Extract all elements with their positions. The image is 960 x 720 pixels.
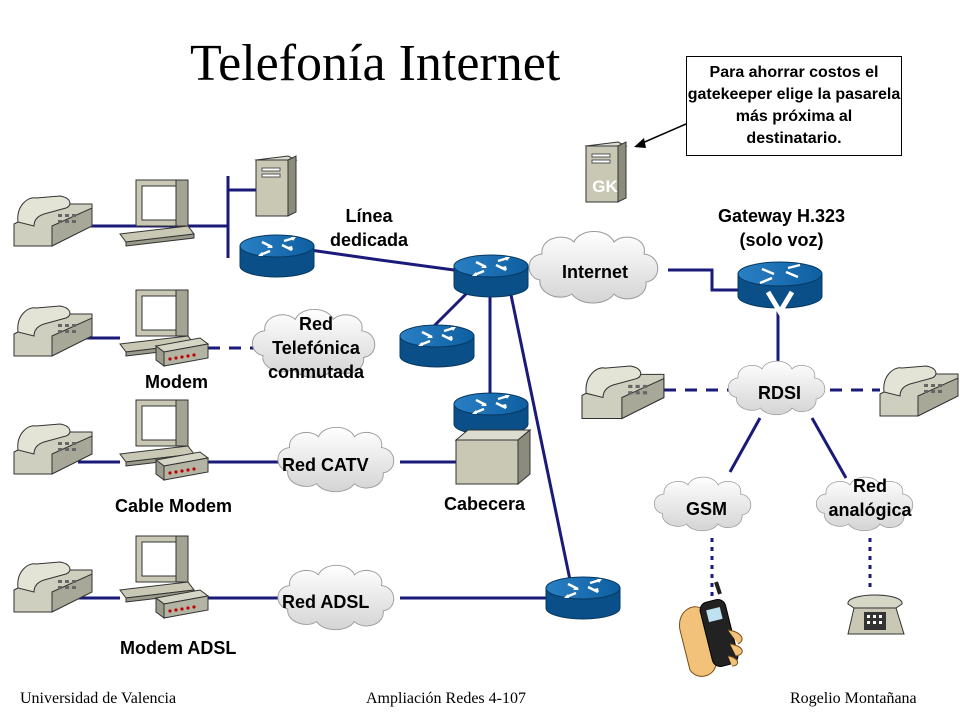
internet-cloud-label: Internet <box>562 262 629 282</box>
phone-icon <box>13 305 93 357</box>
link-rdsi-gsm <box>728 417 762 473</box>
modem-label: Modem <box>145 372 208 392</box>
server-icon <box>255 155 297 217</box>
phone-icon <box>581 365 665 420</box>
router-icon <box>238 233 316 279</box>
callout-arrowhead <box>634 138 646 148</box>
ptsn-cloud-label: Red Telefónica conmutada <box>267 314 364 382</box>
gateway-label: Gateway H.323 (solo voz) <box>718 206 846 250</box>
rdsi-cloud-label: RDSI <box>758 383 802 403</box>
voice-gateway-icon <box>737 261 823 317</box>
cable-modem-label: Cable Modem <box>115 496 233 516</box>
gatekeeper-callout: Para ahorrar costos el gatekeeper elige … <box>686 56 902 156</box>
adsl-router-icon <box>544 575 622 621</box>
core-router-icon <box>452 253 530 299</box>
phone-icon <box>13 561 93 613</box>
mobile-phone-icon <box>679 581 743 677</box>
cabecera-label: Cabecera <box>444 494 526 514</box>
page-title: Telefonía Internet <box>190 35 561 92</box>
dotted-links <box>710 538 872 598</box>
phone-icon <box>879 365 959 417</box>
catv-cloud-label: Red CATV <box>282 455 369 475</box>
catv-router-icon <box>452 391 530 437</box>
link-router1-internet <box>309 248 455 272</box>
computer-icon <box>119 179 195 247</box>
gsm-cloud-label: GSM <box>686 499 728 519</box>
cabecera-box-icon <box>454 428 532 486</box>
analog-cloud-label: Red analógica <box>828 476 912 520</box>
gk-label: GK <box>592 177 618 196</box>
analog-phone-icon <box>847 594 905 635</box>
link-rdsi-analog <box>810 417 848 479</box>
adsl-cloud-label: Red ADSL <box>282 592 370 612</box>
footer-author: Rogelio Montañana <box>790 690 917 707</box>
link-internet-gateway <box>668 268 740 292</box>
leased-line-label: Línea dedicada <box>330 206 409 250</box>
phone-icon <box>13 195 93 247</box>
ptsn-router-icon <box>398 323 476 369</box>
phone-icon <box>13 423 93 475</box>
callout-arrow <box>639 123 687 145</box>
link-core-router4 <box>508 289 572 581</box>
computer-icon <box>119 535 195 603</box>
footer-university: Universidad de Valencia <box>20 690 177 707</box>
adsl-modem-label: Modem ADSL <box>120 638 237 658</box>
footer-course: Ampliación Redes 4-107 <box>366 690 526 707</box>
